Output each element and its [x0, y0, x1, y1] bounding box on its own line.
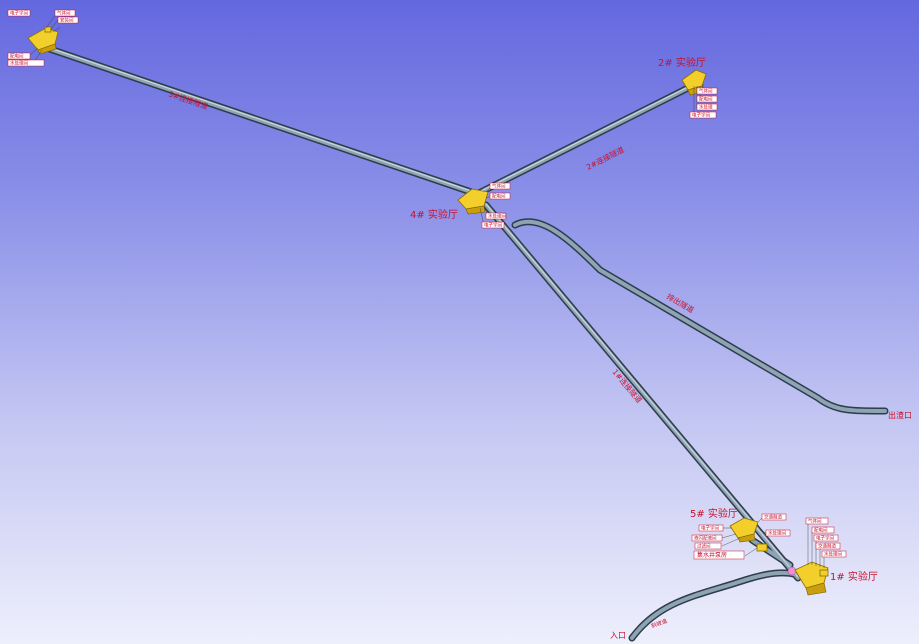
pump-house-label: 集水井泵房 — [697, 551, 727, 559]
far-hall-label-0: 电子学间 — [10, 10, 28, 17]
hall2-label-2: 水处理 — [699, 104, 713, 111]
far-hall: 电子学间 气体间 安装间 配电间 水处理间 — [7, 10, 79, 67]
hall4-label-1: 配电间 — [492, 193, 506, 200]
hall1-label-4: 水处理间 — [824, 551, 842, 558]
tunnel-1-connection — [484, 203, 800, 580]
hall2-label-3: 电子学间 — [692, 112, 710, 119]
hall5-label-2: 过滤间 — [697, 543, 711, 550]
far-hall-label-3: 配电间 — [10, 53, 24, 60]
hall-2: 气体间 配电间 水处理 电子学间 2# 实验厅 — [658, 56, 718, 119]
hall1-title: 1# 实验厅 — [830, 570, 878, 583]
tunnel-3-connection — [42, 45, 479, 196]
hall-4: 气体间 配电间 水处理间 电子学间 4# 实验厅 — [410, 183, 511, 229]
hall2-title: 2# 实验厅 — [658, 56, 706, 69]
hall2-label-0: 气体间 — [699, 88, 713, 95]
waste-tunnel — [513, 219, 887, 413]
hall4-label-2: 水处理间 — [488, 213, 506, 220]
tunnel-2-connection — [475, 85, 692, 196]
entrance-ramp — [630, 571, 807, 640]
far-hall-label-2: 安装间 — [60, 17, 74, 24]
hall1-label-1: 配电间 — [814, 527, 828, 534]
hall1-label-3: 交通隧道 — [818, 543, 836, 550]
hall5-label-0: 电子学间 — [701, 525, 719, 532]
hall5-label-1: 液闪配液间 — [694, 535, 717, 542]
hall1-label-2: 电子学间 — [816, 535, 834, 542]
hall5-label-4: 水处理间 — [768, 530, 786, 537]
far-hall-label-1: 气体间 — [57, 10, 71, 17]
entrance-portal-label: 入口 — [610, 631, 626, 640]
hall-5: 电子学间 液闪配液间 过滤间 交通隧道 水处理间 集水井泵房 5# 实验厅 — [690, 507, 791, 560]
hall4-label-3: 电子学间 — [484, 222, 502, 229]
hall4-label-0: 气体间 — [492, 183, 506, 190]
hall-1: 气体间 配电间 电子学间 交通隧道 水处理间 1# 实验厅 — [787, 518, 878, 596]
hall5-title: 5# 实验厅 — [690, 507, 738, 520]
tunnel-2-label: 2#连接隧道 — [584, 144, 626, 172]
far-hall-label-4: 水处理间 — [10, 60, 28, 67]
hall4-title: 4# 实验厅 — [410, 208, 458, 221]
exit-portal-label: 出渣口 — [888, 410, 912, 420]
hall5-label-3: 交通隧道 — [764, 514, 782, 521]
hall1-label-0: 气体间 — [808, 518, 822, 525]
hall2-label-1: 配电间 — [699, 96, 713, 103]
tunnel-3-label: 3#连接隧道 — [167, 88, 210, 111]
